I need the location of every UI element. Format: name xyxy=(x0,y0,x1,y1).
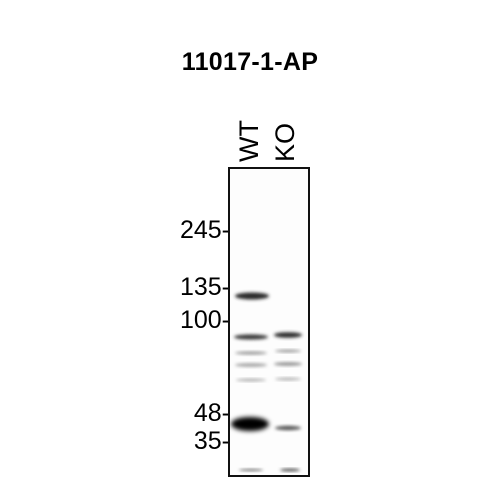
ko-band-faint-3 xyxy=(275,377,301,381)
ko-band-faint-1 xyxy=(275,349,301,353)
blot-title: 11017-1-AP xyxy=(181,48,319,76)
lane-label-wt: WT xyxy=(234,120,264,162)
wt-band-faint-2 xyxy=(235,363,267,367)
ko-band-95kda xyxy=(274,332,302,338)
lane-label-ko: KO xyxy=(270,122,300,162)
ko-band-faint-2 xyxy=(274,362,302,366)
ko-band-bottom xyxy=(280,468,300,472)
marker-135: 135- xyxy=(179,273,230,301)
marker-48: 48- xyxy=(193,399,230,427)
wt-band-strong-42kda xyxy=(231,417,269,431)
ko-band-42kda xyxy=(275,425,301,431)
blot-bands xyxy=(231,292,302,472)
marker-245: 245- xyxy=(179,216,230,244)
marker-100: 100- xyxy=(179,306,230,334)
western-blot-image xyxy=(228,167,310,477)
wt-band-faint-1 xyxy=(235,351,267,355)
wt-band-95kda xyxy=(234,334,268,340)
wt-band-130kda xyxy=(235,292,269,300)
wt-band-bottom xyxy=(239,468,263,472)
wt-band-faint-3 xyxy=(236,378,266,382)
marker-35: 35- xyxy=(193,427,230,455)
